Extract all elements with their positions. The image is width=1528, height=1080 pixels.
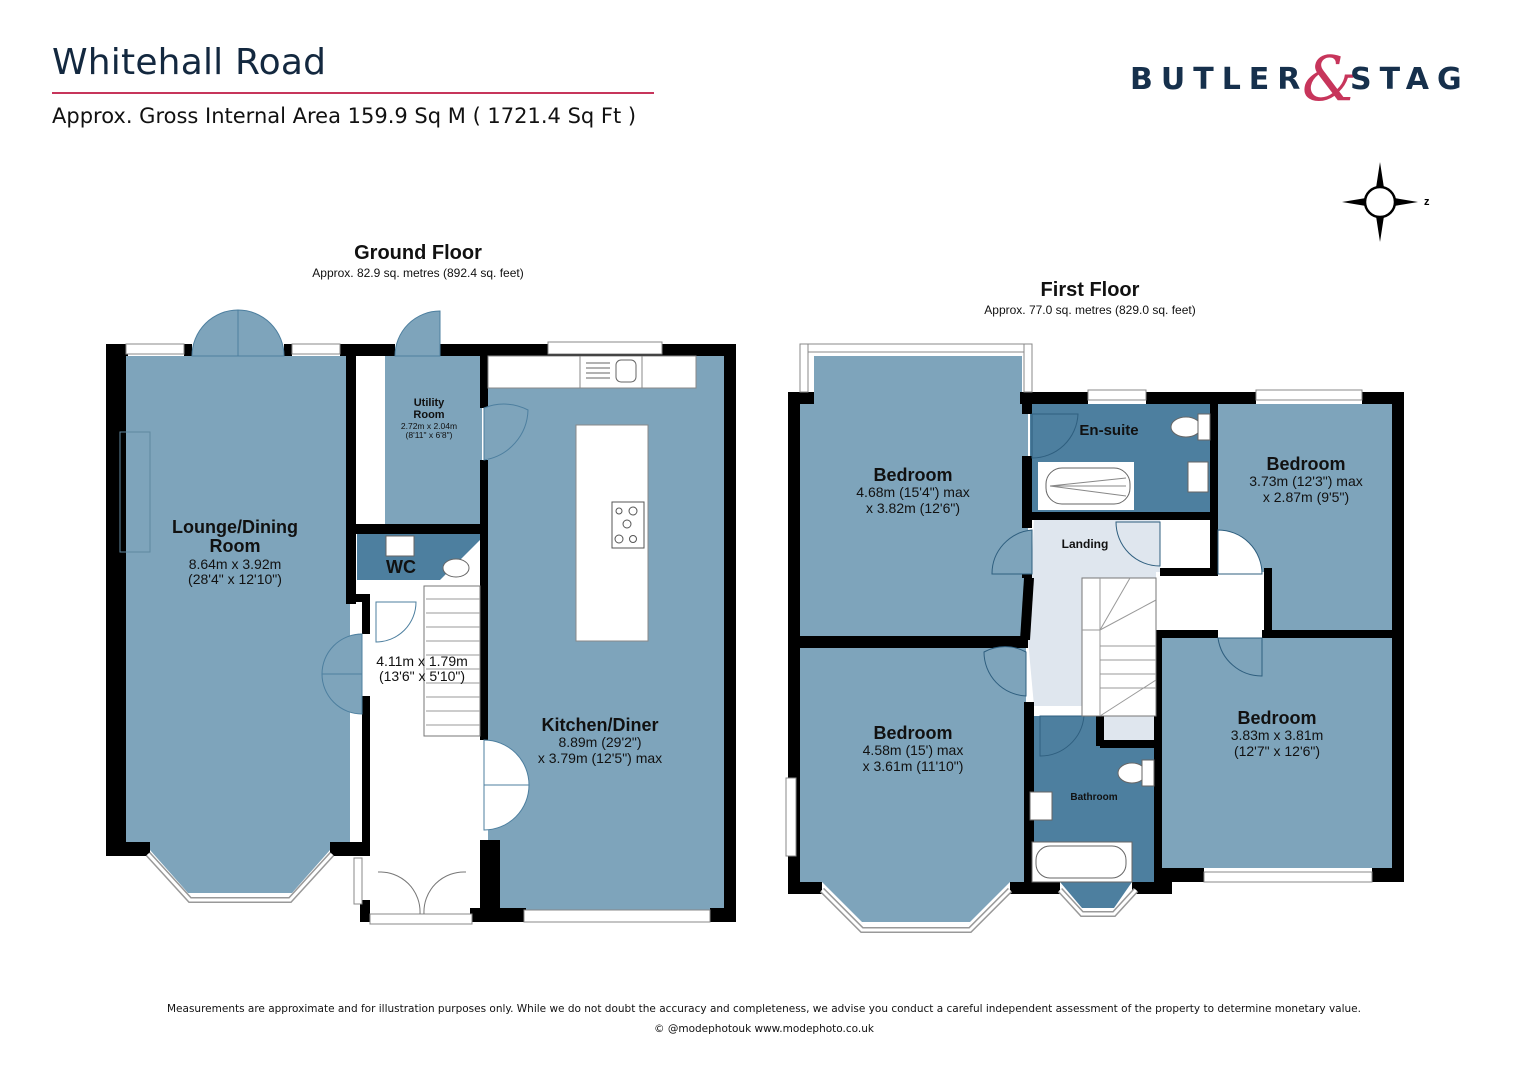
- first-floor-area: Approx. 77.0 sq. metres (829.0 sq. feet): [984, 303, 1196, 317]
- room-name: Bedroom: [1266, 454, 1346, 474]
- brand-word-stag: STAG: [1350, 62, 1470, 97]
- room-label-utility: Utility Room 2.72m x 2.04m (8'11" x 6'8"…: [386, 397, 472, 440]
- room-dimensions-imperial: x 3.82m (12'6"): [865, 499, 960, 516]
- compass-rose-icon: z: [1336, 158, 1446, 248]
- lounge-dining-room-area: [120, 356, 350, 893]
- ground-floor-area: Approx. 82.9 sq. metres (892.4 sq. feet): [312, 266, 524, 280]
- room-dimensions-imperial: x 3.61m (11'10"): [862, 757, 964, 774]
- room-name: Landing: [1061, 537, 1109, 551]
- compass-label: z: [1424, 196, 1430, 208]
- room-label-lounge-dining: Lounge/Dining Room 8.64m x 3.92m (28'4" …: [140, 517, 330, 587]
- room-dimensions-imperial: (12'7" x 12'6"): [1233, 742, 1321, 759]
- room-dimensions-metric: 8.89m (29'2"): [558, 734, 642, 751]
- gross-internal-area: Approx. Gross Internal Area 159.9 Sq M (…: [52, 104, 637, 128]
- room-dimensions-imperial: x 3.79m (12'5") max: [537, 749, 663, 766]
- room-name: Bedroom: [1237, 708, 1317, 728]
- first-floor-staircase: [1081, 577, 1157, 717]
- room-name: Bedroom: [873, 465, 953, 485]
- brand-ampersand-icon: &: [1302, 42, 1358, 115]
- room-name: Kitchen/Diner: [541, 715, 659, 735]
- bedroom-4-area: [1162, 638, 1392, 868]
- room-label-wc: WC: [370, 557, 432, 577]
- room-dimensions-metric: 4.58m (15') max: [862, 742, 964, 759]
- room-dimensions-imperial: (13'6" x 5'10"): [378, 668, 466, 685]
- room-dimensions-imperial: (28'4" x 12'10"): [188, 570, 282, 587]
- room-label-en-suite: En-suite: [1066, 422, 1152, 439]
- room-label-bedroom-1: Bedroom 4.68m (15'4") max x 3.82m (12'6"…: [828, 465, 998, 516]
- room-dimensions-metric: 3.83m x 3.81m: [1230, 727, 1324, 744]
- room-name: WC: [386, 557, 416, 577]
- room-name: Utility: [413, 397, 445, 409]
- room-name: Bathroom: [1070, 792, 1118, 803]
- room-dimensions-metric: 8.64m x 3.92m: [188, 555, 282, 572]
- room-dimensions-metric: 2.72m x 2.04m: [400, 420, 458, 431]
- room-dimensions-metric: 4.68m (15'4") max: [856, 484, 970, 501]
- room-label-bathroom: Bathroom: [1060, 792, 1128, 804]
- brand-word-butler: BUTLER: [1130, 62, 1309, 97]
- first-floor-name: First Floor: [1040, 279, 1140, 301]
- room-name: Lounge/Dining: [172, 517, 298, 537]
- utility-room-area: [385, 356, 482, 524]
- room-dimensions-imperial: x 2.87m (9'5"): [1262, 488, 1350, 505]
- ground-floor-name: Ground Floor: [354, 242, 482, 264]
- ground-floor-heading: Ground Floor Approx. 82.9 sq. metres (89…: [280, 242, 556, 280]
- room-name-line2: Room: [209, 536, 261, 557]
- title-divider: [52, 92, 654, 94]
- room-name: En-suite: [1079, 422, 1139, 439]
- hob-icon: [611, 501, 645, 549]
- property-title: Whitehall Road: [52, 42, 327, 83]
- room-dimensions-metric: 3.73m (12'3") max: [1249, 473, 1363, 490]
- room-label-bedroom-4: Bedroom 3.83m x 3.81m (12'7" x 12'6"): [1196, 708, 1358, 759]
- room-label-kitchen-diner: Kitchen/Diner 8.89m (29'2") x 3.79m (12'…: [520, 715, 680, 766]
- room-name: Bedroom: [873, 723, 953, 743]
- room-label-landing: Landing: [1052, 538, 1118, 551]
- room-label-hallway: 4.11m x 1.79m (13'6" x 5'10"): [352, 653, 492, 685]
- room-label-bedroom-2: Bedroom 3.73m (12'3") max x 2.87m (9'5"): [1228, 454, 1384, 505]
- first-floor-heading: First Floor Approx. 77.0 sq. metres (829…: [952, 279, 1228, 317]
- ground-floor-plan: [106, 309, 736, 925]
- measurement-disclaimer: Measurements are approximate and for ill…: [167, 1003, 1361, 1015]
- bedroom-2-area: [1218, 404, 1392, 632]
- room-label-bedroom-3: Bedroom 4.58m (15') max x 3.61m (11'10"): [830, 723, 996, 774]
- first-floor-plan: [785, 343, 1404, 933]
- room-name-line2: Room: [413, 408, 445, 421]
- photographer-credit: © @modephotouk www.modephoto.co.uk: [654, 1023, 874, 1035]
- room-dimensions-imperial: (8'11" x 6'8"): [405, 429, 453, 440]
- room-dimensions-metric: 4.11m x 1.79m: [376, 653, 468, 669]
- brand-logo: BUTLER & STAG: [1130, 48, 1480, 118]
- bedroom-1-area: [800, 356, 1028, 636]
- bedroom-3-area: [800, 648, 1026, 922]
